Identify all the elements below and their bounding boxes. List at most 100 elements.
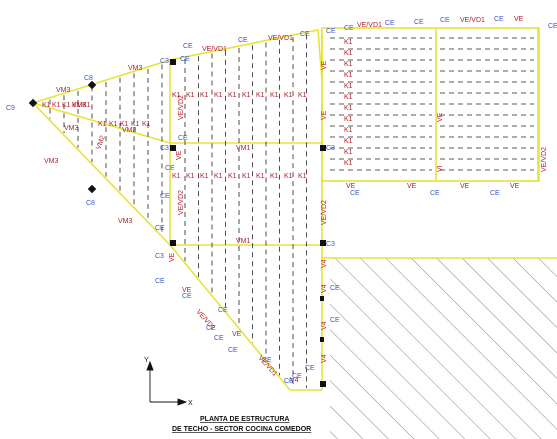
ce-label: CE [305, 365, 315, 372]
k1-label: K1 [270, 92, 279, 99]
label-ve-g: VE [321, 110, 328, 120]
k1-label: K1 [344, 83, 353, 90]
label-c3-top: C3 [160, 58, 169, 65]
ce-label: CE [238, 37, 248, 44]
label-v4-d: V4 [321, 354, 328, 363]
ce-label: CE [178, 135, 188, 142]
label-vevd2-a: VE/VD2 [178, 95, 185, 120]
ce-label: CE [350, 190, 360, 197]
k1-label: K1 [344, 116, 353, 123]
axis-x-label: X [188, 400, 193, 407]
label-vevd2-b: VE/VD2 [178, 190, 185, 215]
ce-label: CE [494, 16, 504, 23]
label-vm2: VM2 [95, 135, 107, 151]
axis-y-label: Y [144, 357, 149, 364]
column-right-low [320, 240, 326, 246]
ce-label: CE [330, 285, 340, 292]
label-c8-bottom: C8 [86, 200, 95, 207]
plan-title-line2: DE TECHO - SECTOR COCINA COMEDOR [172, 426, 311, 433]
label-ve-b: VE [407, 183, 417, 190]
label-c3-low: C3 [155, 253, 164, 260]
label-ve-i: VE [169, 252, 176, 262]
k1-label: K1 [344, 50, 353, 57]
ce-label: CE [326, 28, 336, 35]
k1-label: K1 [284, 173, 293, 180]
label-vevd1-a: VE/VD1 [202, 46, 227, 53]
column-right-340 [320, 337, 324, 342]
label-ve-h: VE [321, 60, 328, 70]
ce-label: CE [165, 165, 175, 172]
ce-label: CE [490, 190, 500, 197]
k1-label: K1 [228, 92, 237, 99]
ce-label: CE [300, 31, 310, 38]
k1-label: K1 [256, 92, 265, 99]
k1-label: K1 [214, 173, 223, 180]
ce-label: CE [228, 347, 238, 354]
ce-label: CE [548, 23, 557, 30]
ce-label: CE [430, 190, 440, 197]
ce-label: CE [180, 56, 190, 63]
label-v4-a: V4 [321, 259, 328, 268]
column-c3-mid [170, 145, 176, 151]
ce-label: CE [214, 335, 224, 342]
label-v4-e: V4 [290, 377, 299, 384]
label-v4-c: V4 [321, 321, 328, 330]
ce-label: CE [206, 325, 216, 332]
ce-label: CE [218, 307, 228, 314]
label-vm1-a: VM1 [236, 145, 251, 152]
label-c3-right-mid: C3 [326, 145, 335, 152]
k1-label: K1 [228, 173, 237, 180]
ce-label: CE [155, 278, 165, 285]
k1-label: K1 [344, 149, 353, 156]
label-c3-mid: C3 [160, 145, 169, 152]
label-ve-l: VE [437, 112, 444, 122]
k1-label: K1 [298, 173, 307, 180]
k1-label: K1 [82, 102, 91, 109]
k1-label: K1 [98, 121, 107, 128]
ce-label: CE [414, 19, 424, 26]
label-vevd2-c: VE/VD2 [321, 200, 328, 225]
label-ve-d: VE [510, 183, 520, 190]
label-ve-j: VE [182, 287, 192, 294]
label-vevd1-d: VE/VD1 [460, 17, 485, 24]
labels-group: C9 C8 C8 C3 C3 C3 C3 C3 VM3 VM3 VM3 VM3 … [6, 16, 548, 384]
k1-label: K1 [214, 92, 223, 99]
ce-label: CE [182, 293, 192, 300]
column-c8-bottom [87, 184, 97, 194]
k1-label: K1 [200, 92, 209, 99]
k1-label: K1 [62, 102, 71, 109]
label-vm3-c: VM3 [44, 158, 59, 165]
label-v4-b: V4 [321, 284, 328, 293]
label-ve-e: VE [514, 16, 524, 23]
joists-group [49, 34, 534, 388]
k1-label: K1 [131, 121, 140, 128]
label-vm1-b: VM1 [236, 238, 251, 245]
k1-label: K1 [344, 138, 353, 145]
label-c9: C9 [6, 105, 15, 112]
k1-label: K1 [344, 127, 353, 134]
ce-label: CE [262, 357, 272, 364]
column-c3-low [170, 240, 176, 246]
label-vm3-a: VM3 [56, 87, 71, 94]
k1-label: K1 [186, 173, 195, 180]
k1-label: K1 [298, 92, 307, 99]
label-ve-f: VE [176, 150, 183, 160]
k1-label: K1 [284, 92, 293, 99]
k1-label: K1 [186, 92, 195, 99]
column-right-300 [320, 296, 324, 301]
hatched-area [330, 258, 557, 439]
ce-label: CE [155, 225, 165, 232]
label-vm3-b: VM3 [128, 65, 143, 72]
ce-label: CE [284, 378, 294, 385]
k1-label: K1 [72, 102, 81, 109]
label-vevd1-b: VE/VD1 [268, 35, 293, 42]
label-vm3-d: VM3 [118, 218, 133, 225]
plan-title-line1: PLANTA DE ESTRUCTURA [200, 416, 289, 423]
k1-label: K1 [52, 102, 61, 109]
label-ve-c: VE [460, 183, 470, 190]
ce-label: CE [385, 20, 395, 27]
k1-label: K1 [344, 61, 353, 68]
k1-label: K1 [344, 39, 353, 46]
k1-label: K1 [42, 102, 51, 109]
